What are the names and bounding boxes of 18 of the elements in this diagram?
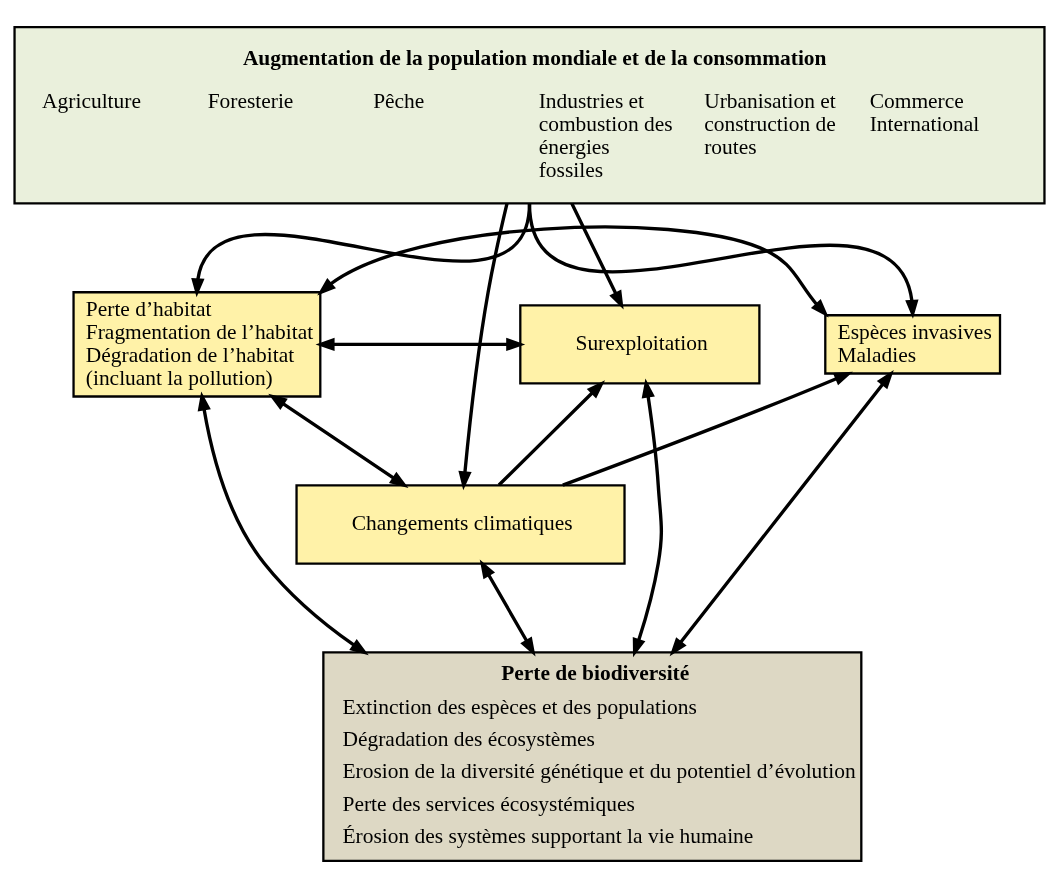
node-box: Perte d’habitat Fragmentation de l’habitat Dégradation de l’habitat (incluant la pollution) (72, 291, 322, 398)
node-box: Perte de biodiversité Extinction des espèces et des populations Dégradation des écosystèmes Erosion de la diversité génétique et du potentiel d’évolution Perte des services écosystémiques Érosion des systèmes supportant la vie humaine (322, 651, 863, 862)
arrow (562, 371, 853, 487)
node-box: Augmentation de la population mondiale et de la consommation Agriculture Foresterie Pêche Industries et combustion des énergies fossiles Urbanisation et construction de routes Commerce International (13, 26, 1046, 205)
node-box: Espèces invasives Maladies (824, 314, 1002, 375)
arrow (479, 559, 536, 657)
node-box: Changements climatiques (295, 484, 626, 565)
arrow (527, 203, 919, 319)
arrow (570, 202, 624, 310)
node-box: Surexploitation (519, 304, 761, 385)
arrow (632, 378, 664, 658)
arrow (315, 337, 526, 352)
arrow (458, 203, 509, 491)
arrow (268, 393, 409, 488)
arrow (497, 380, 605, 487)
arrow (669, 370, 894, 657)
arrow (197, 391, 369, 656)
arrow (317, 225, 829, 318)
